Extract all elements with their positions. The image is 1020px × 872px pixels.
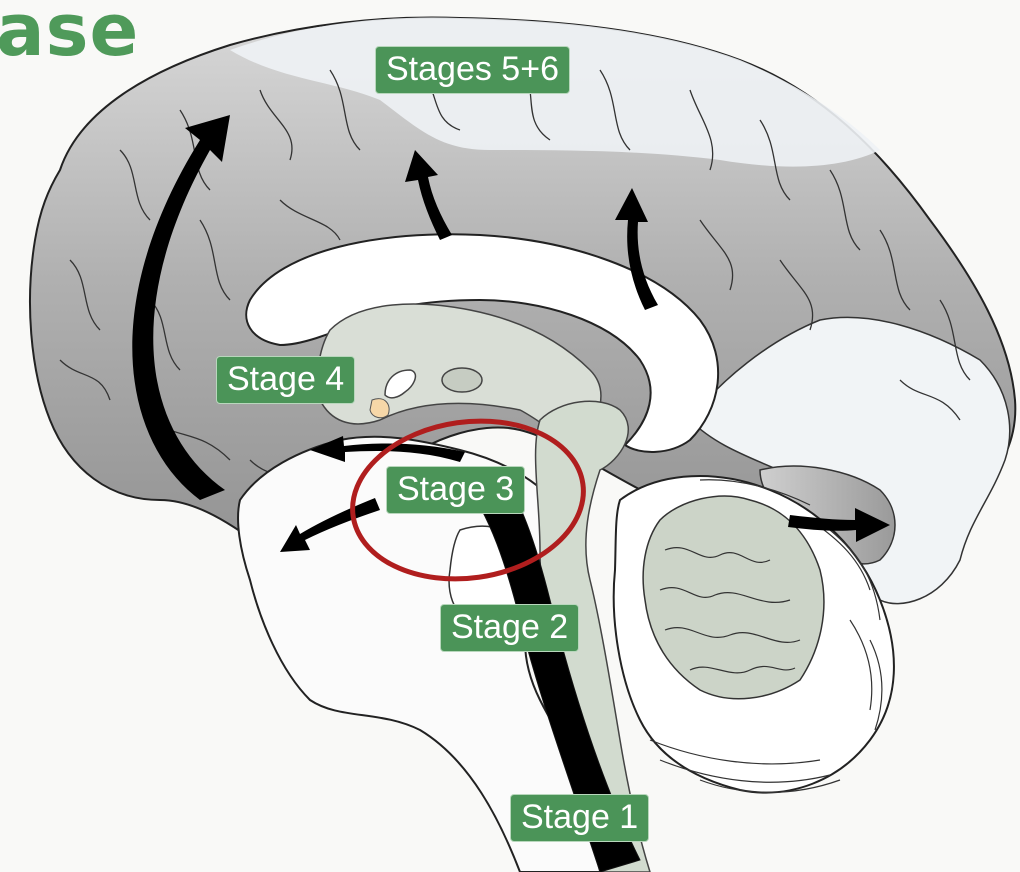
stage-1-label: Stage 1	[510, 794, 649, 842]
stage-2-label: Stage 2	[440, 604, 579, 652]
stages-5-6-label: Stages 5+6	[375, 46, 570, 94]
stage-3-label: Stage 3	[386, 466, 525, 514]
stage-4-label: Stage 4	[216, 356, 355, 404]
slide-title-fragment: ase	[0, 0, 139, 66]
